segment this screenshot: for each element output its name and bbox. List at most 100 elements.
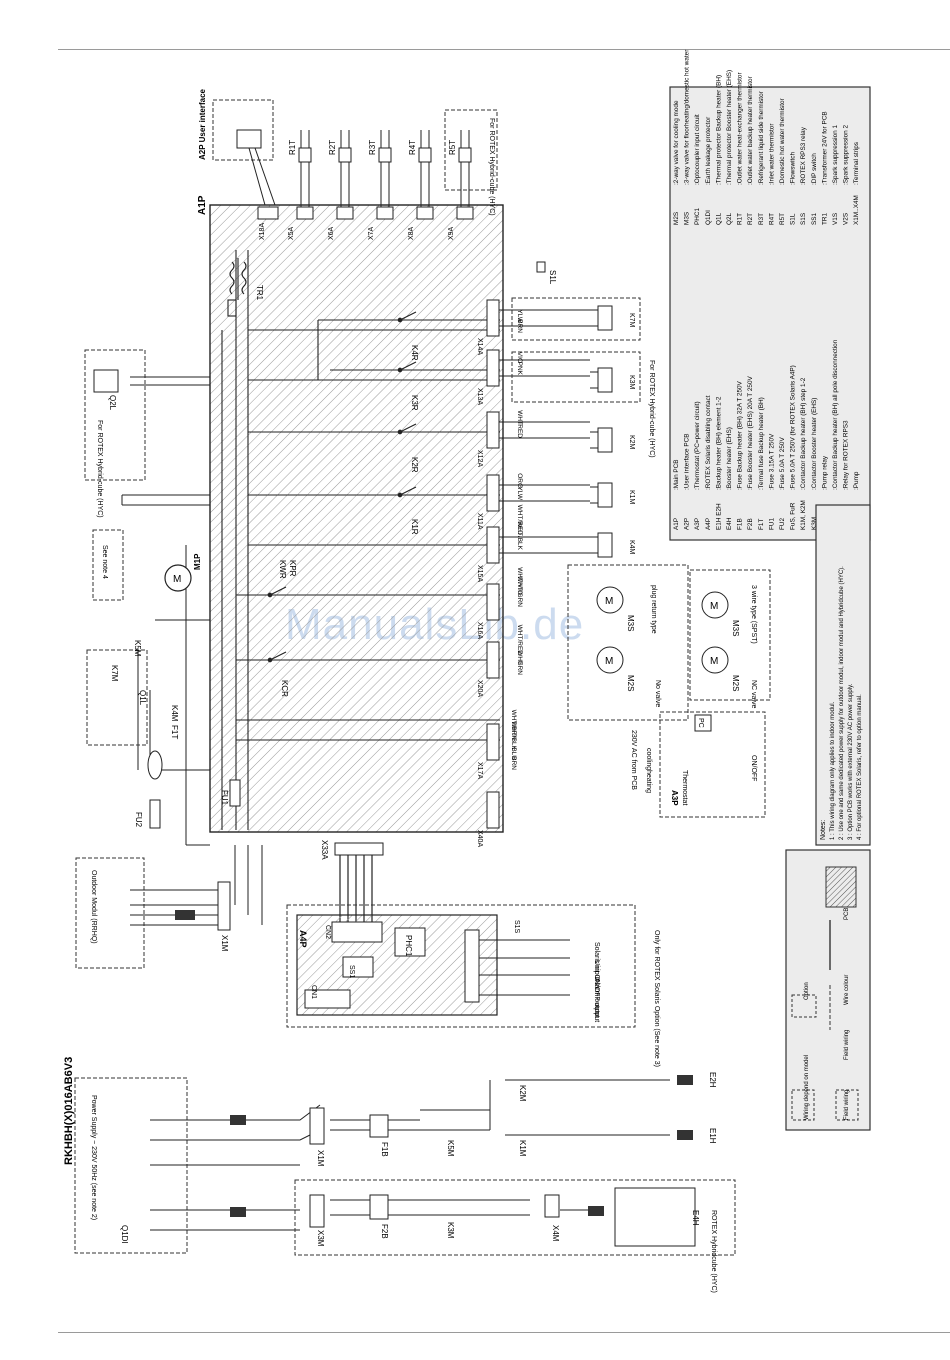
legend-code: E4H xyxy=(726,517,733,530)
coil-label: K1M xyxy=(628,490,635,505)
svg-text:M: M xyxy=(605,596,613,607)
r5t-rotex-note: For ROTEX Hybrid-cube (HYC) xyxy=(488,118,495,216)
legend-desc: :Pump relay xyxy=(821,455,828,490)
wire-colour-tag: YLW xyxy=(516,309,523,323)
relay-coil: K4M xyxy=(590,532,635,558)
power-labels: X1M X3M X4M F1B F2B K5M K3M K1M K2M E1H … xyxy=(316,1072,717,1247)
e2h-label: E2H xyxy=(708,1072,717,1088)
k5m-left-label: K5M xyxy=(133,640,142,657)
legend-desc: :Contactor Booster heater (EHS) xyxy=(811,398,818,490)
relay-coil: K1M xyxy=(590,482,635,508)
legend-row: S1S:ROTEX RPS3 relay xyxy=(800,126,807,225)
note-line: 2 : Use one and same dedicated power sup… xyxy=(839,566,845,840)
wire-colour-tag: WHT xyxy=(516,650,523,665)
legend-code: R4T xyxy=(768,213,775,225)
legend-row: FuS, FuR:Fuse 5.0A T 250V (for ROTEX Sol… xyxy=(790,365,797,530)
valve-block: M M M M M3S M2S M3S M2S No valve NC valv… xyxy=(567,564,771,790)
wire-colour-tag: BRN xyxy=(510,756,517,770)
sensor-label: R5T xyxy=(448,140,457,155)
symbol-label: Option xyxy=(804,982,810,1000)
pcb-connector: X11A xyxy=(476,474,590,530)
sensor-connector: X7A xyxy=(368,226,375,240)
legend-desc: :Contactor Backup heater (BH) all pole d… xyxy=(832,339,839,490)
legend-row: F1B:Fuse Backup heater (BH) 32A T 250V xyxy=(737,380,744,530)
legend-desc: :Spark suppression 2 xyxy=(843,125,850,185)
legend-row: K1M, K2M:Contactor Backup heater (BH) st… xyxy=(800,377,807,530)
wire-colour-tag: WHT/BLK xyxy=(510,721,517,751)
transformer-tr1 xyxy=(227,258,247,317)
connector-label: X17A xyxy=(476,762,483,779)
legend-code: M3S xyxy=(684,212,691,225)
pcb-connector: X16A xyxy=(476,583,500,639)
alarm-output: Alarm output xyxy=(593,978,600,1018)
wire-colour-tag: ORG xyxy=(516,473,523,488)
a4p-outputs xyxy=(479,939,570,996)
legend-code: R1T xyxy=(737,213,744,225)
legend-row: F2B:Fuse Booster heater (EHS) 20A T 250V xyxy=(747,375,754,530)
phc1-label: PHC1 xyxy=(404,935,413,957)
pcb-bus-lines xyxy=(221,250,500,830)
see-note-4: See note 4 xyxy=(101,545,108,579)
x33a-connector: X33A xyxy=(320,840,384,860)
f1b-label: F1B xyxy=(380,1142,389,1157)
svg-text:M: M xyxy=(710,601,718,612)
legend-code: TR1 xyxy=(821,212,828,225)
wire-colour-tag: WHT/RED xyxy=(516,505,523,536)
legend-row: K3M:Contactor Booster heater (EHS) xyxy=(811,398,818,530)
top-rule xyxy=(58,49,950,50)
legend-desc: :Transformer 24V for PCB xyxy=(821,111,828,185)
coil-label: K3M xyxy=(628,375,635,390)
q1l-label: Q1L xyxy=(138,690,147,706)
outdoor-module-label: Outdoor Modul (RRHQ) xyxy=(90,870,97,944)
wire-colour-tag: GRN xyxy=(516,661,523,676)
relay-label-kcr: KCR xyxy=(280,680,289,697)
e4h-label: E4H xyxy=(691,1210,700,1226)
option-a4p: A4P PHC1 SS1 CN1 CN2 xyxy=(286,904,636,1028)
k3m-label: K3M xyxy=(446,1222,455,1239)
wire-colour-tag: WHT/BLK xyxy=(516,521,523,551)
legend-code: FU1 xyxy=(768,517,775,530)
legend-desc: :Termal fuse Backup heater (BH) xyxy=(758,397,765,490)
connector-label: X14A xyxy=(476,338,483,355)
x4m-label: X4M xyxy=(551,1225,560,1242)
left-wiring xyxy=(121,376,210,846)
legend-row: V2S :Spark suppression 2 xyxy=(843,125,850,225)
legend-code: R2T xyxy=(747,213,754,225)
legend-row: A2P:User interface PCB xyxy=(684,434,691,530)
sensor-connector: X6A xyxy=(328,226,335,240)
symbol-label: Field wiring xyxy=(844,1090,850,1120)
wire-colour-tag: WHT/GRN xyxy=(516,576,523,607)
legend-row: Q2L:Thermal protector Booster heater (EH… xyxy=(726,70,733,225)
coil-label: K4M xyxy=(628,540,635,555)
legend-desc: :Thermal protector Booster heater (EHS) xyxy=(726,70,733,185)
legend-code: X1M..X4M xyxy=(853,195,860,225)
legend-desc: :Relay for ROTEX RPS3 xyxy=(843,420,850,490)
legend-desc: :User interface PCB xyxy=(684,434,691,490)
legend-desc: :Fuse 5.0A T 250V (for ROTEX Solaris A4P… xyxy=(790,365,797,490)
wire-colour-tag: PNK xyxy=(516,362,523,376)
wire-colour-tag: YLW xyxy=(516,486,523,500)
f2b-label: F2B xyxy=(380,1224,389,1239)
fu1-label: FU1 xyxy=(220,790,229,806)
relay-label-k3r: K3R xyxy=(410,395,419,411)
a4p-label: A4P xyxy=(298,930,308,948)
q2l-label: Q2L xyxy=(108,395,117,411)
note-line: 1 : This wiring diagram only applies to … xyxy=(830,701,836,840)
legend-code: V2S xyxy=(843,213,850,225)
wire-colour-tag: WHT/VIO xyxy=(516,567,523,595)
legend-code: A4P xyxy=(705,518,712,530)
note-line: 3 : Option PCB works with external 230V … xyxy=(848,683,854,840)
legend-code: V1S xyxy=(832,213,839,225)
symbol-label: PCB xyxy=(844,908,850,920)
legend-row: FU1:Fuse 3.15A T 250V xyxy=(768,433,775,530)
legend-code: A1P xyxy=(673,518,680,530)
legend-row: SS1:DIP switch xyxy=(811,153,818,225)
legend-row: M2S:2-way valve for cooling mode xyxy=(673,100,680,225)
connector-label: X15A xyxy=(476,565,483,582)
svg-text:M: M xyxy=(605,656,613,667)
connector-label: X16A xyxy=(476,622,483,639)
legend-row: FU2:Fuse 5.0A T 250V xyxy=(779,437,786,530)
